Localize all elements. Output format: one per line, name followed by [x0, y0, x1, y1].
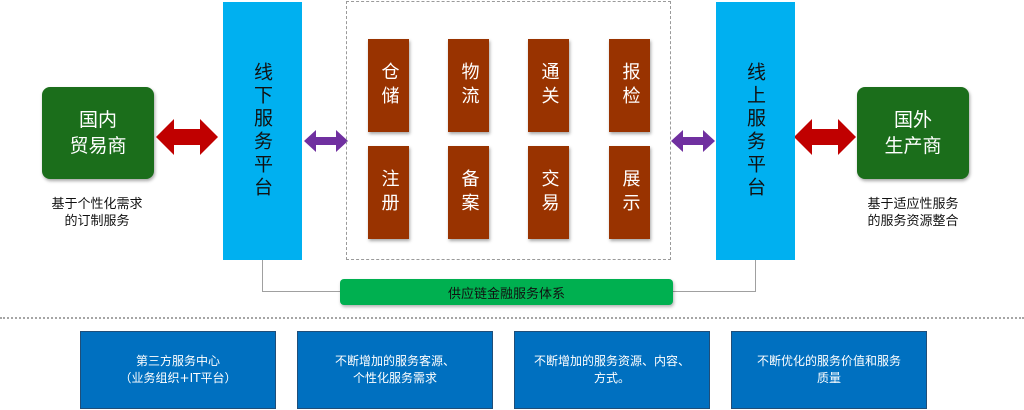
bottom-box-third-party-center: 第三方服务中心 （业务组织+IT平台）	[80, 331, 276, 409]
connector-line-left	[262, 260, 263, 291]
supply-chain-finance-bar: 供应链金融服务体系	[340, 279, 673, 305]
service-warehousing: 仓储	[368, 39, 409, 132]
service-filing: 备案	[448, 146, 489, 239]
service-registration: 注册	[368, 146, 409, 239]
online-platform-label: 线上服务平台	[744, 62, 766, 200]
domestic-trader-box: 国内 贸易商	[42, 87, 154, 179]
offline-platform-label: 线下服务平台	[251, 62, 273, 200]
bottom-box-optimized-value: 不断优化的服务价值和服务 质量	[731, 331, 927, 409]
domestic-trader-caption: 基于个性化需求 的订制服务	[51, 197, 143, 229]
service-exhibition: 展示	[609, 146, 650, 239]
left-purple-double-arrow-icon	[304, 130, 348, 152]
service-logistics: 物流	[448, 39, 489, 132]
service-trading: 交易	[528, 146, 569, 239]
online-service-platform: 线上服务平台	[716, 2, 795, 260]
left-red-double-arrow-icon	[156, 119, 218, 155]
offline-service-platform: 线下服务平台	[223, 2, 302, 260]
service-customs: 通关	[528, 39, 569, 132]
foreign-producer-box: 国外 生产商	[857, 87, 969, 179]
section-divider	[0, 317, 1024, 319]
service-inspection: 报检	[609, 39, 650, 132]
services-container	[346, 1, 671, 260]
foreign-producer-caption: 基于适应性服务 的服务资源整合	[867, 197, 959, 229]
connector-line-right-h	[673, 291, 756, 292]
right-red-double-arrow-icon	[794, 119, 856, 155]
bottom-box-growing-resources: 不断增加的服务资源、内容、 方式。	[514, 331, 710, 409]
right-purple-double-arrow-icon	[671, 130, 715, 152]
connector-line-left-h	[262, 291, 340, 292]
connector-line-right	[755, 260, 756, 291]
bottom-box-growing-demand: 不断增加的服务客源、 个性化服务需求	[297, 331, 493, 409]
